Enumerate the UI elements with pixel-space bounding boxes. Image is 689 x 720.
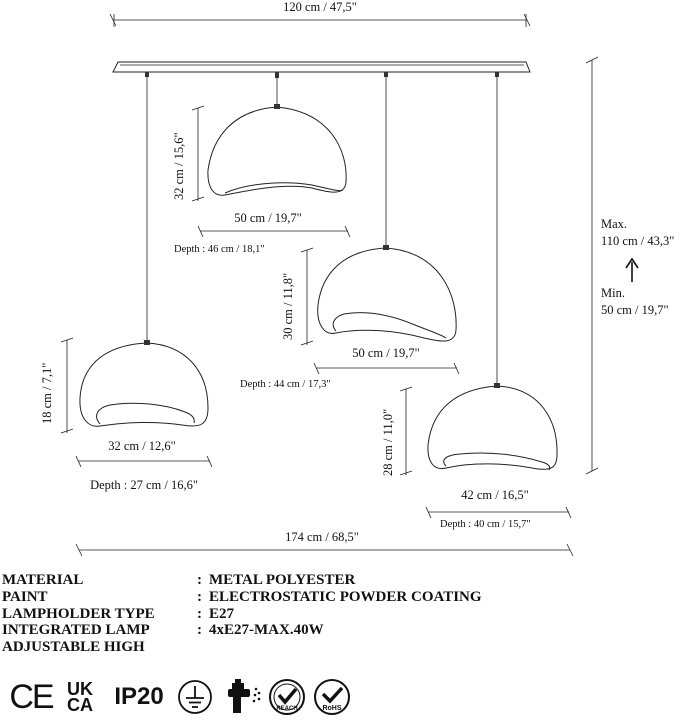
spec-separator: : [197, 588, 202, 605]
lamp-3-height-label: 18 cm / 7,1" [40, 363, 54, 424]
ce-mark-icon: CE [9, 677, 54, 716]
lamp-1-depth-label: Depth : 46 cm / 18,1" [174, 244, 265, 255]
lamp-2-width-label: 50 cm / 19,7" [352, 346, 420, 360]
spec-separator: : [197, 572, 202, 588]
lamp-1-height-label: 32 cm / 15,6" [172, 132, 186, 200]
top-width-label: 120 cm / 47,5" [283, 0, 357, 14]
total-width-label: 174 cm / 68,5" [285, 530, 359, 544]
reach-icon: REACH [264, 677, 310, 717]
max-value: 110 cm / 43,3" [601, 234, 674, 248]
spec-separator: : [197, 622, 202, 639]
lamp-dimension-diagram: 120 cm / 47,5" 32 cm / 15,6" 50 cm / 19,… [40, 0, 674, 557]
lamp-3-width-label: 32 cm / 12,6" [108, 439, 176, 453]
min-label: Min. [601, 286, 625, 300]
arrow-up-icon [625, 257, 639, 282]
total-width-dimension: 174 cm / 68,5" [75, 530, 574, 557]
overall-height-dimension: Max. 110 cm / 43,3" Min. 50 cm / 19,7" [585, 56, 674, 475]
spec-label: MATERIAL [2, 572, 84, 588]
pendant-lamp-2 [317, 245, 457, 342]
earth-ground-icon [174, 679, 216, 715]
spec-value: E27 [209, 605, 235, 622]
lamp-2-width-dimension: 50 cm / 19,7" Depth : 44 cm / 17,3" [240, 346, 460, 390]
lamp-1-width-dimension: 50 cm / 19,7" Depth : 46 cm / 18,1" [174, 211, 351, 255]
lamp-2-height-dimension: 30 cm / 11,8" [281, 247, 314, 346]
ukca-mark-icon: UK CA [67, 679, 93, 715]
pendant-lamp-1 [207, 104, 347, 196]
rohs-icon: RoHS [310, 677, 354, 717]
top-width-dimension: 120 cm / 47,5" [109, 0, 531, 27]
pendant-lamp-3 [79, 340, 209, 427]
spec-value: 4xE27-MAX.40W [209, 622, 324, 639]
lamp-3-width-dimension: 32 cm / 12,6" Depth : 27 cm / 16,6" [75, 439, 213, 492]
lamp-4-width-label: 42 cm / 16,5" [461, 488, 529, 502]
ceiling-canopy [112, 61, 531, 73]
lamp-3-height-dimension: 18 cm / 7,1" [40, 337, 74, 434]
lamp-1-width-label: 50 cm / 19,7" [234, 211, 302, 225]
suspension-cords [145, 72, 499, 385]
spec-row-paint: PAINT : ELECTROSTATIC POWDER COATING [2, 589, 682, 606]
max-label: Max. [601, 217, 627, 231]
lamp-4-depth-label: Depth : 40 cm / 15,7" [440, 519, 531, 530]
ip20-icon: IP20 [114, 683, 164, 710]
lamp-2-depth-label: Depth : 44 cm / 17,3" [240, 379, 331, 390]
spec-row-adjustable: ADJUSTABLE HIGH [2, 639, 682, 656]
spec-row-integrated-lamp: INTEGRATED LAMP : 4xE27-MAX.40W [2, 622, 682, 639]
lamp-4-height-label: 28 cm / 11,0" [381, 409, 395, 476]
svg-text:REACH: REACH [276, 706, 297, 712]
lamp-2-height-label: 30 cm / 11,8" [281, 273, 295, 340]
lamp-1-height-dimension: 32 cm / 15,6" [172, 105, 205, 202]
certification-marks: CE UK CA IP20 [6, 678, 354, 716]
spec-value: METAL POLYESTER [209, 572, 356, 588]
spec-label: PAINT [2, 588, 48, 605]
lamp-4-width-dimension: 42 cm / 16,5" Depth : 40 cm / 15,7" [425, 488, 572, 530]
specifications-table: MATERIAL : METAL POLYESTER PAINT : ELECT… [2, 572, 682, 656]
spec-label: ADJUSTABLE HIGH [2, 639, 145, 656]
spec-label: INTEGRATED LAMP [2, 622, 150, 639]
spray-paint-icon [216, 679, 264, 715]
pendant-lamp-4 [427, 383, 558, 471]
min-value: 50 cm / 19,7" [601, 303, 669, 317]
spec-row-material: MATERIAL : METAL POLYESTER [2, 572, 682, 589]
spec-separator: : [197, 605, 202, 622]
spec-value: ELECTROSTATIC POWDER COATING [209, 588, 482, 605]
svg-text:RoHS: RoHS [322, 705, 341, 712]
lamp-4-height-dimension: 28 cm / 11,0" [381, 386, 413, 476]
spec-label: LAMPHOLDER TYPE [2, 605, 155, 622]
spec-row-lampholder: LAMPHOLDER TYPE : E27 [2, 606, 682, 623]
lamp-3-depth-label: Depth : 27 cm / 16,6" [90, 478, 198, 492]
